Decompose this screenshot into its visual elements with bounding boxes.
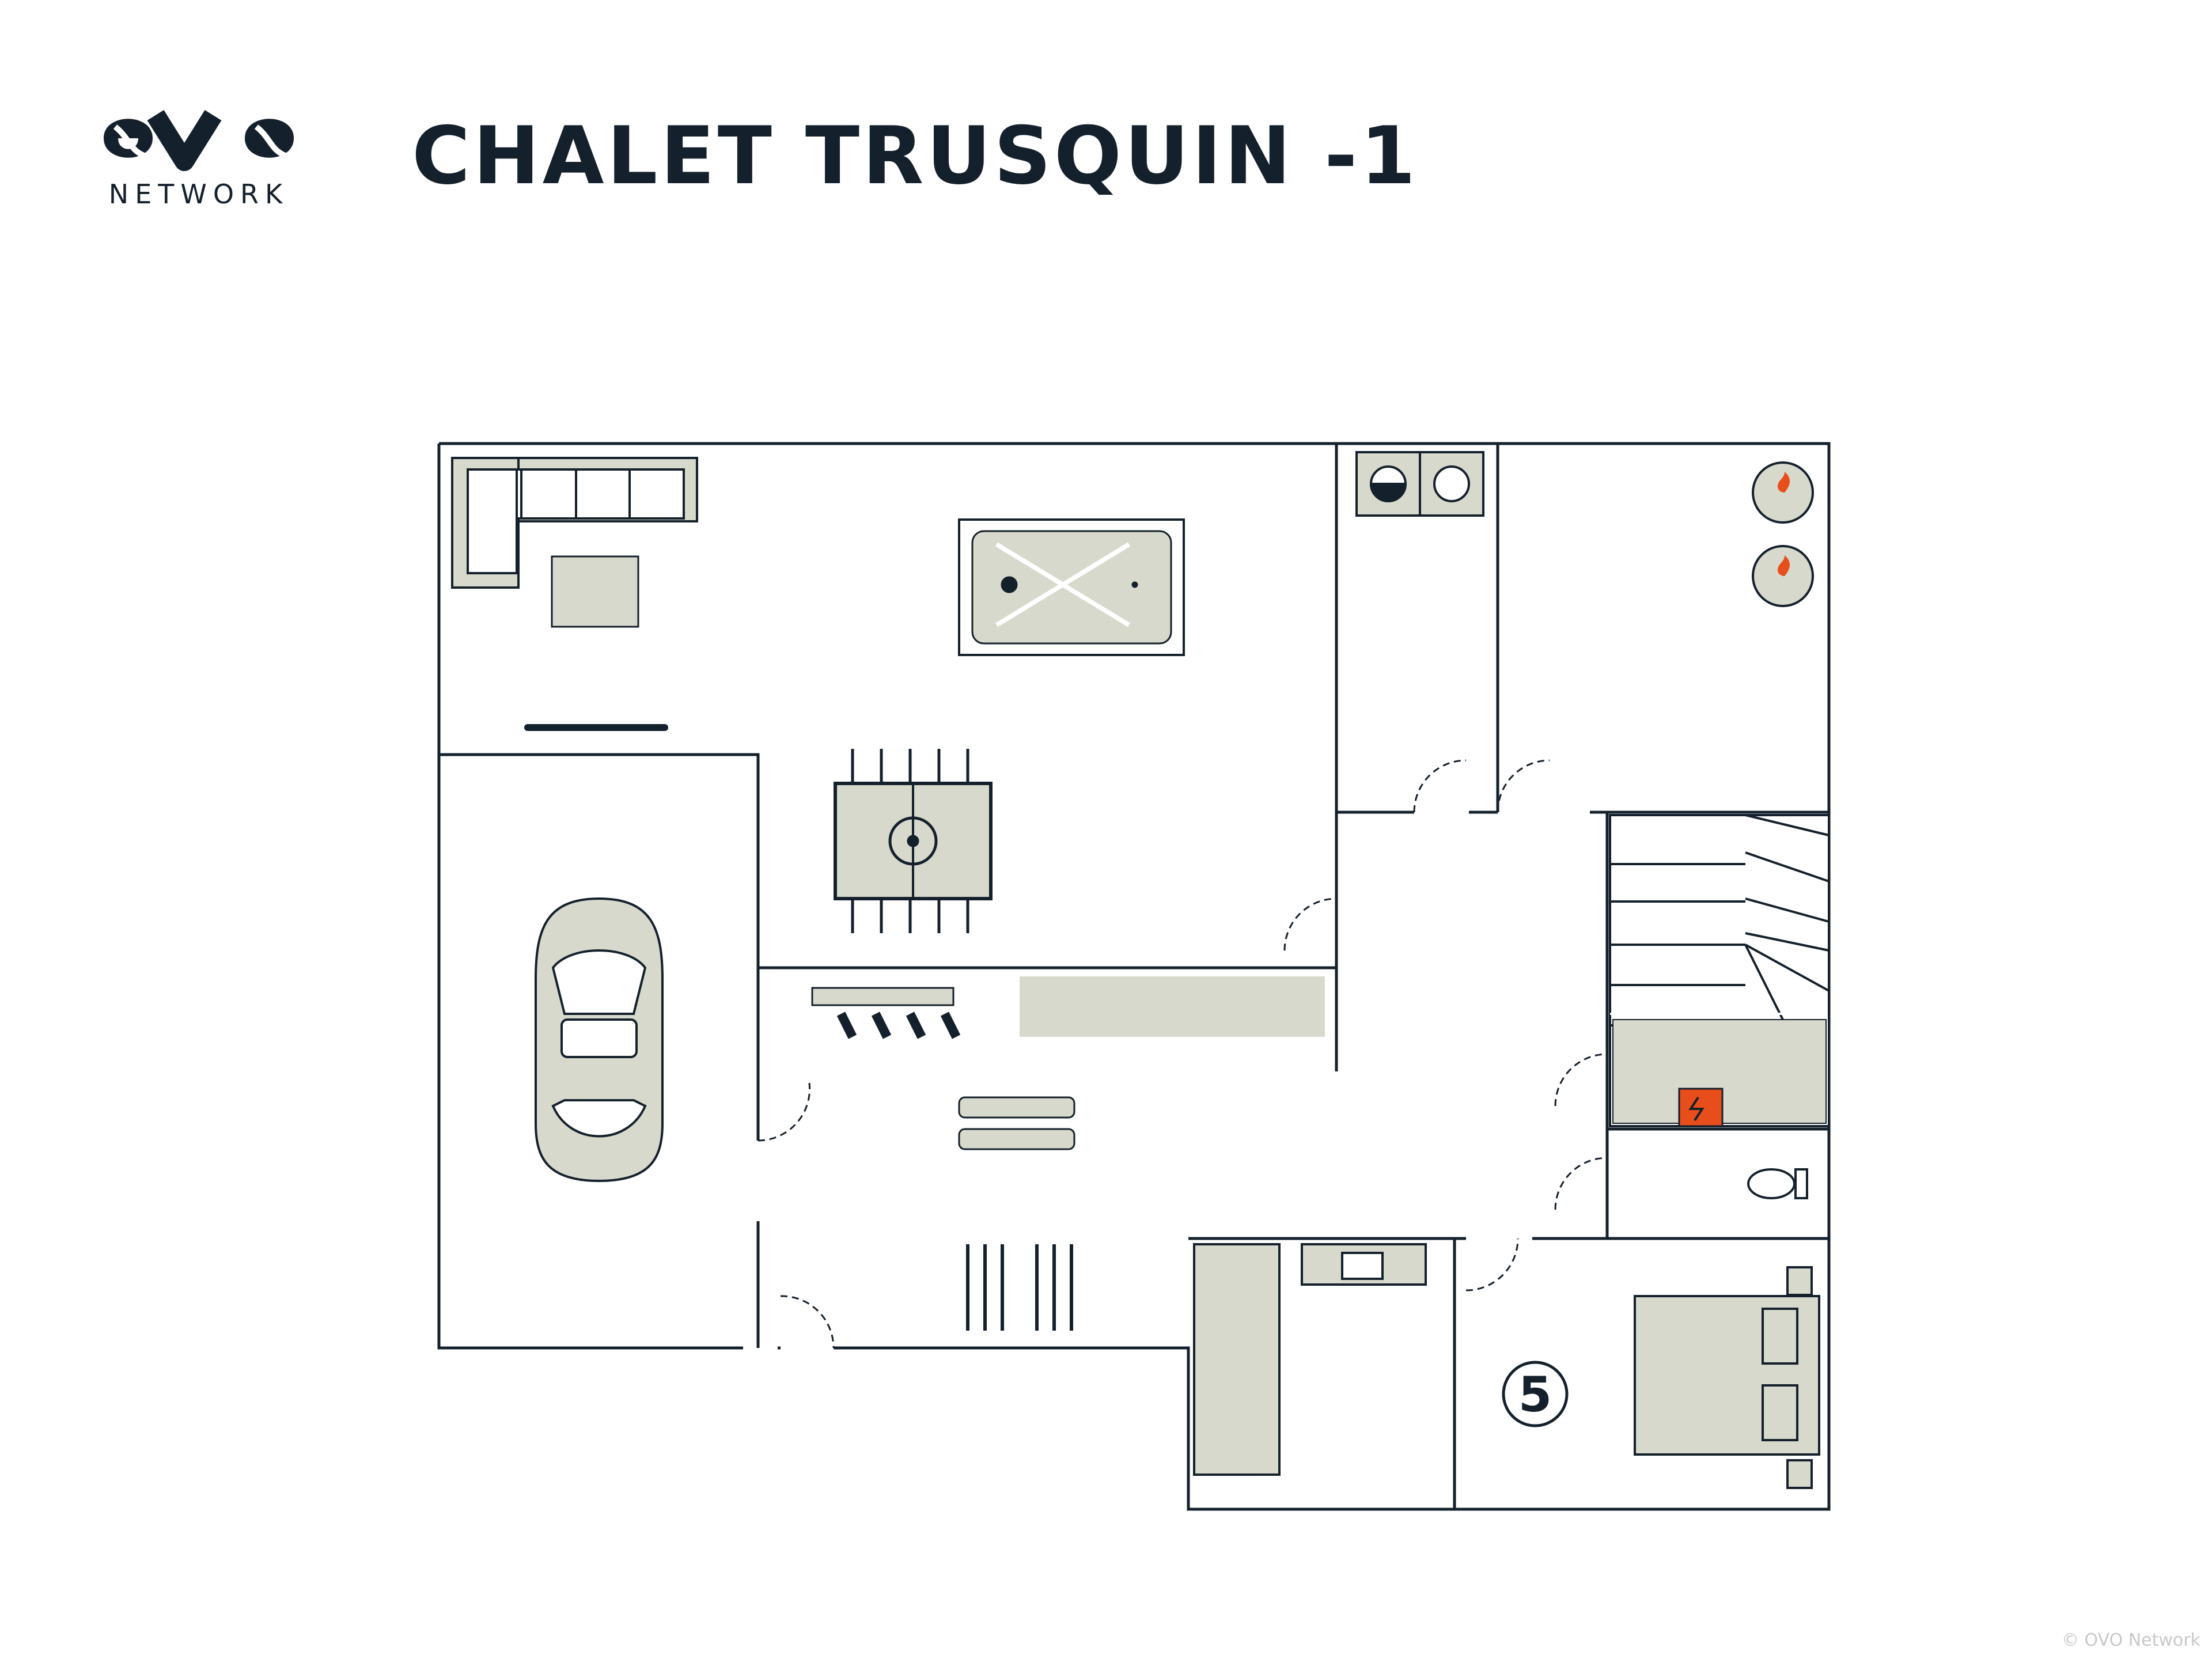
- brand-logo: NETWORK: [98, 104, 300, 219]
- ovo-logo-icon: [104, 109, 294, 171]
- door-swings: [757, 759, 1608, 1349]
- ski-boots-icon: [811, 987, 961, 1039]
- coffee-table: [551, 555, 639, 628]
- pool-table-icon: [958, 518, 1185, 656]
- room-number-badge: [1502, 1361, 1569, 1427]
- boiler-icon: [1752, 461, 1814, 607]
- bench-icon: [958, 1096, 1075, 1150]
- room-number: 5: [1518, 1366, 1552, 1423]
- cabinets: [1020, 976, 1325, 1037]
- wall-stair-hall: [1605, 812, 1829, 1240]
- tv-icon: [524, 724, 668, 731]
- bed-icon: [1634, 1266, 1820, 1489]
- brand-word: NETWORK: [108, 179, 289, 210]
- electric-panel-icon: [1678, 1088, 1724, 1127]
- toilet-icon: [1747, 1168, 1808, 1199]
- page-title: CHALET TRUSQUIN -1: [412, 109, 1419, 202]
- car-icon: [535, 897, 664, 1183]
- wall-bedroom-block: [1188, 1237, 1607, 1509]
- foosball-icon: [834, 749, 993, 933]
- outer-wall: [437, 442, 1831, 1511]
- skis-icon: [966, 1244, 1073, 1331]
- copyright: © OVO Network: [2061, 1630, 2200, 1650]
- bathtub-icon: [1193, 1243, 1281, 1476]
- wall-game-room: [758, 444, 1829, 1071]
- dryer-icon: [1433, 465, 1470, 502]
- sofa-icon: [451, 457, 698, 589]
- wall-garage: [439, 753, 760, 1348]
- washer-icon: [1355, 451, 1484, 517]
- sink-icon: [1301, 1243, 1427, 1286]
